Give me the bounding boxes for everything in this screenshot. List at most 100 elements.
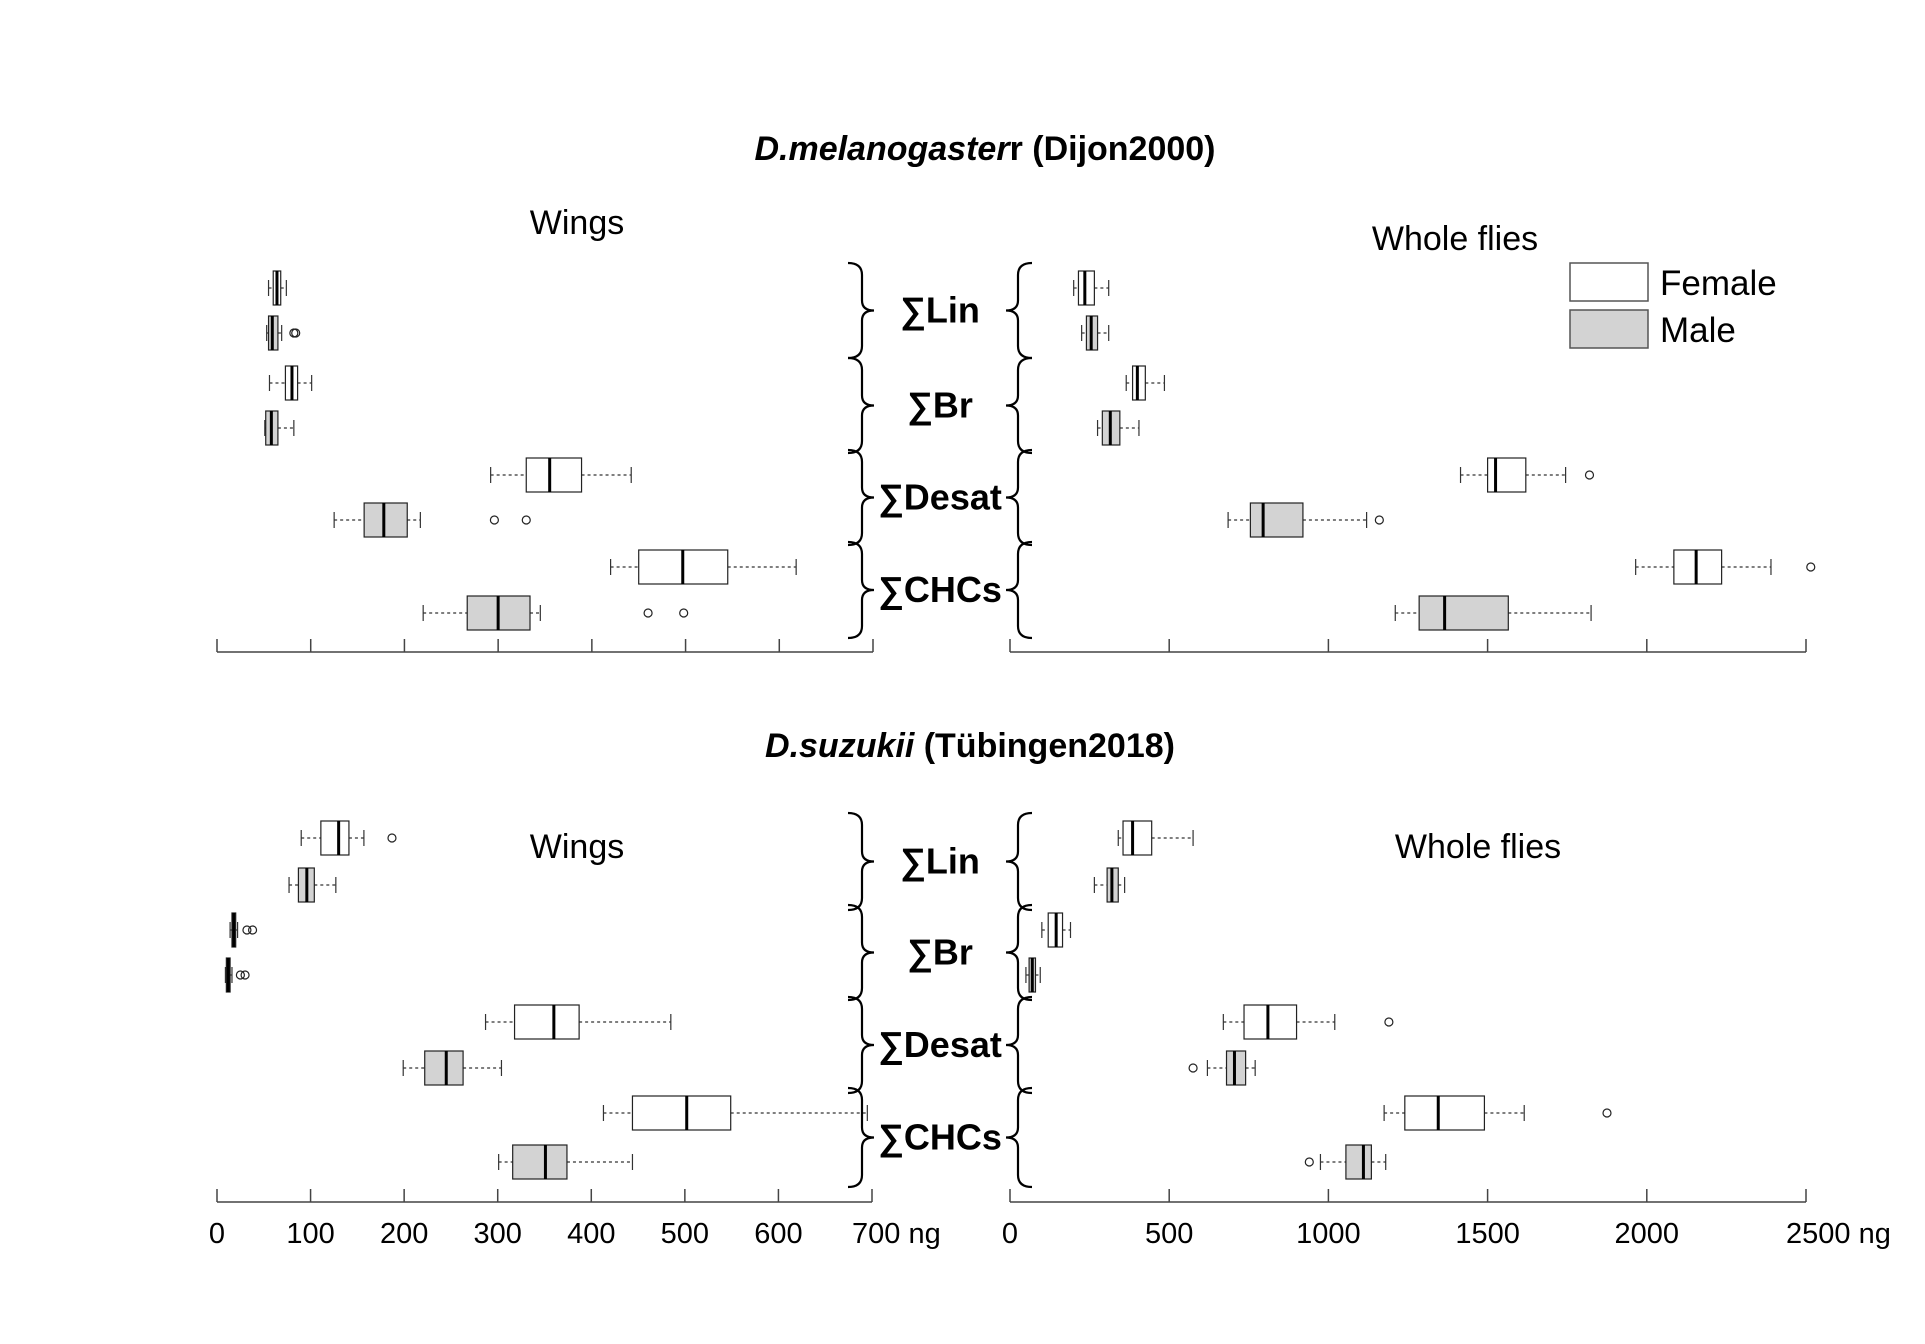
box-suz-whole-female-2 [1222, 1004, 1394, 1040]
box-mel-whole-female-0 [1073, 270, 1110, 306]
bracket-suz-0: ∑Lin [847, 811, 1033, 912]
box-iqr [1077, 270, 1095, 306]
box-iqr [320, 820, 350, 856]
box-iqr [1131, 365, 1146, 401]
box-iqr [631, 1095, 732, 1131]
box-suz-whole-male-3 [1304, 1144, 1387, 1180]
tick-label: 1000 [1296, 1218, 1361, 1250]
box-mel-whole-male-0 [1081, 315, 1110, 351]
box-mel-wings-male-0 [266, 315, 301, 351]
outlier-point [643, 608, 653, 618]
species-title-melanogaster-italic: D.melanogaster [754, 130, 1011, 168]
tick-label: 700 ng [852, 1218, 941, 1250]
outlier-point [242, 925, 252, 935]
tick-label: 0 [1002, 1218, 1018, 1250]
species-title-melanogaster-rest: r (Dijon2000) [1010, 130, 1216, 168]
bracket-left [847, 448, 875, 547]
bracket-left [847, 540, 875, 640]
box-iqr [1122, 820, 1153, 856]
box-mel-wings-female-3 [609, 549, 797, 585]
box-suz-wings-female-1 [229, 912, 258, 948]
box-mel-wings-female-2 [490, 457, 632, 493]
outlier-point [521, 515, 531, 525]
category-label: ∑Br [907, 932, 973, 973]
legend-swatch-female [1569, 262, 1649, 302]
box-iqr [1404, 1095, 1486, 1131]
species-title-suzukii-rest: (Tübingen2018) [914, 727, 1175, 765]
box-suz-whole-female-0 [1117, 820, 1194, 856]
bracket-right [1005, 995, 1033, 1095]
bracket-right [1005, 540, 1033, 640]
box-iqr [1225, 1050, 1247, 1086]
bracket-right [1005, 448, 1033, 547]
species-title-suzukii-italic: D.suzukii [765, 727, 916, 765]
outlier-point [247, 925, 258, 935]
outlier-point [235, 970, 245, 980]
box-mel-whole-male-3 [1394, 595, 1592, 631]
box-suz-whole-female-1 [1041, 912, 1072, 948]
tick-label: 1500 [1455, 1218, 1520, 1250]
box-iqr [1243, 1004, 1298, 1040]
box-suz-wings-female-2 [484, 1004, 672, 1040]
x-axis-mel-whole [1009, 639, 1807, 653]
category-label: ∑Desat [878, 1024, 1002, 1065]
category-label: ∑Desat [878, 477, 1002, 518]
box-suz-wings-male-0 [288, 867, 337, 903]
outlier-point [489, 515, 499, 525]
box-mel-wings-male-2 [333, 502, 531, 538]
bracket-mel-3: ∑CHCs [847, 540, 1033, 640]
outlier-point [387, 833, 397, 843]
tick-label: 2000 [1615, 1218, 1680, 1250]
box-iqr [1345, 1144, 1372, 1180]
bracket-suz-2: ∑Desat [847, 995, 1033, 1095]
bracket-right [1005, 811, 1033, 912]
legend-label-male: Male [1660, 311, 1736, 350]
panel-label-mel-wings: Wings [530, 204, 624, 242]
outlier-point [1304, 1157, 1314, 1167]
box-mel-whole-male-1 [1096, 410, 1140, 446]
box-suz-wings-female-3 [602, 1095, 868, 1131]
bracket-layer: ∑Lin∑Br∑Desat∑CHCs∑Lin∑Br∑Desat∑CHCs [847, 261, 1033, 1189]
box-suz-wings-female-0 [300, 820, 397, 856]
box-mel-wings-female-1 [268, 365, 313, 401]
box-mel-wings-female-0 [267, 270, 287, 306]
tick-label: 2500 ng [1786, 1218, 1891, 1250]
box-mel-wings-male-1 [264, 410, 295, 446]
bracket-left [847, 995, 875, 1095]
tick-label: 0 [209, 1218, 225, 1250]
bracket-left [847, 1086, 875, 1189]
category-label: ∑Lin [900, 841, 980, 882]
box-layer [224, 270, 1816, 1180]
box-mel-whole-female-2 [1459, 457, 1595, 493]
bracket-right [1005, 1086, 1033, 1189]
outlier-point [1806, 562, 1816, 572]
tick-label: 500 [1145, 1218, 1193, 1250]
box-iqr [1249, 502, 1304, 538]
box-mel-whole-female-1 [1125, 365, 1166, 401]
category-label: ∑Br [907, 385, 973, 426]
box-iqr [512, 1144, 568, 1180]
tick-label: 200 [380, 1218, 428, 1250]
outlier-point [1384, 1017, 1394, 1027]
bracket-suz-3: ∑CHCs [847, 1086, 1033, 1189]
box-iqr [1418, 595, 1509, 631]
outlier-point [1584, 470, 1595, 480]
box-iqr [513, 1004, 580, 1040]
outlier-point [291, 328, 301, 338]
bracket-right [1005, 356, 1033, 455]
box-suz-whole-male-1 [1025, 957, 1041, 993]
bracket-left [847, 811, 875, 912]
outlier-point [289, 328, 299, 338]
outlier-point [240, 970, 250, 980]
bracket-mel-1: ∑Br [847, 356, 1033, 455]
bracket-left [847, 903, 875, 1002]
x-axis-mel-wings [216, 639, 874, 653]
box-mel-whole-female-3 [1635, 549, 1816, 585]
outlier-point [1374, 515, 1384, 525]
legend-swatch-male [1569, 309, 1649, 349]
bracket-suz-1: ∑Br [847, 903, 1033, 1002]
bracket-right [1005, 903, 1033, 1002]
species-title-melanogaster: D.melanogasterr (Dijon2000) [754, 130, 1215, 168]
